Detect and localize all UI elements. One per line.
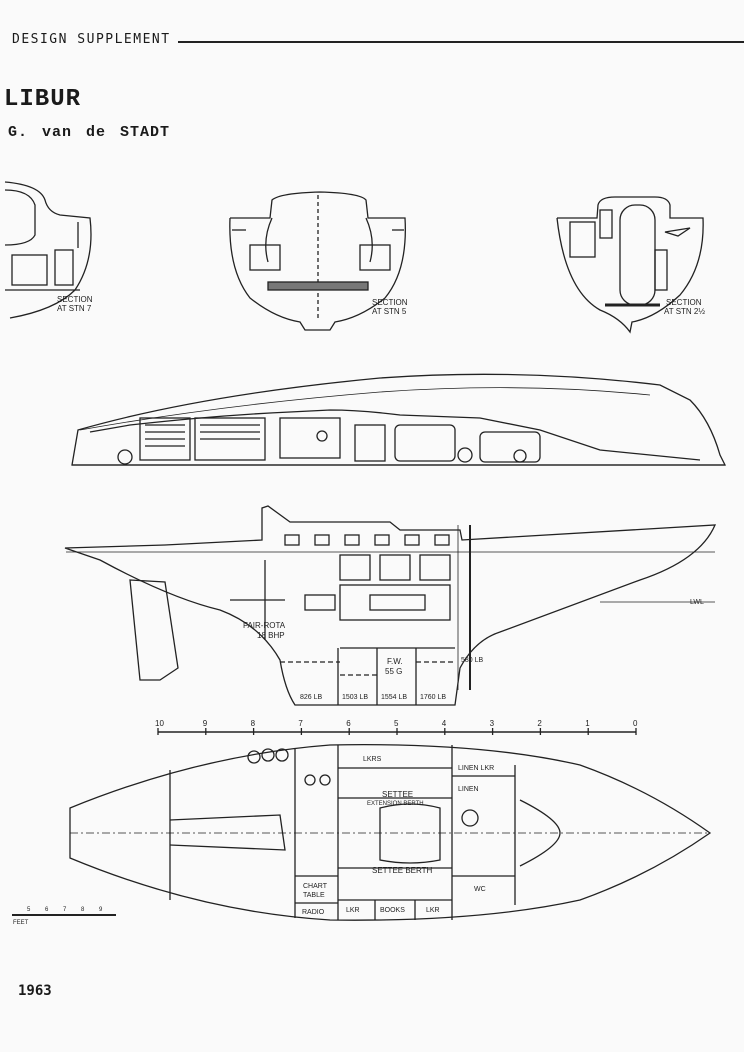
station-tick-label: 9 <box>203 719 208 728</box>
station-tick-label: 4 <box>442 719 447 728</box>
ballast-1503: 1503 LB <box>342 694 368 701</box>
fresh-water-label-2: 55 G <box>385 667 402 676</box>
feet-tick-label: 8 <box>81 907 85 913</box>
header-rule <box>178 41 744 43</box>
station-tick-label: 3 <box>490 719 495 728</box>
plan-settee-label: SETTEE <box>382 790 413 799</box>
plan-settee-berth-label: SETTEE BERTH <box>372 866 433 875</box>
ballast-826: 826 LB <box>300 694 323 701</box>
section-stn5-label-2: AT STN 5 <box>372 307 407 316</box>
station-tick-label: 5 <box>394 719 399 728</box>
year-label: 1963 <box>18 983 52 999</box>
station-tick-label: 10 <box>155 719 164 728</box>
fresh-water-label-1: F.W. <box>387 657 403 666</box>
yacht-name-title: LIBUR <box>4 86 82 113</box>
station-tick-label: 8 <box>251 719 256 728</box>
ballast-1554: 1554 LB <box>381 694 407 701</box>
accommodation-plan-drawing: LKRS LINEN LKR LINEN SETTEE EXTENSION BE… <box>69 744 712 921</box>
lwl-label: LWL <box>690 599 704 606</box>
section-stn5-drawing: SECTION AT STN 5 <box>229 191 408 331</box>
plan-chart-label: CHART <box>303 883 328 890</box>
section-stn2-drawing: SECTION AT STN 2½ <box>556 196 705 334</box>
feet-tick-label: 7 <box>63 907 67 913</box>
plan-radio-label: RADIO <box>302 909 325 916</box>
plan-lkrs-label: LKRS <box>363 756 382 763</box>
section-stn5-label-1: SECTION <box>372 298 408 307</box>
plan-table-label: TABLE <box>303 892 325 899</box>
feet-tick-label: 5 <box>27 907 31 913</box>
ballast-1760: 1760 LB <box>420 694 446 701</box>
plan-lkr-1-label: LKR <box>346 907 360 914</box>
plan-extension-berth-label: EXTENSION BERTH <box>367 801 424 807</box>
plan-books-label: BOOKS <box>380 907 405 914</box>
ballast-580: 580 LB <box>461 657 484 664</box>
section-stn7-label-1: SECTION <box>57 295 93 304</box>
station-tick-label: 6 <box>346 719 351 728</box>
design-supplement-header: DESIGN SUPPLEMENT <box>12 32 171 47</box>
feet-tick-label: 9 <box>99 907 103 913</box>
station-tick-label: 7 <box>298 719 303 728</box>
plan-linen-label: LINEN <box>458 786 479 793</box>
section-stn7-label-2: AT STN 7 <box>57 304 92 313</box>
deck-elevation-drawing <box>71 373 727 466</box>
plan-wc-label: WC <box>474 886 486 893</box>
feet-scale: 5 6 7 8 9 FEET <box>12 907 116 926</box>
section-stn2-label-1: SECTION <box>666 298 702 307</box>
profile-drawing: FAIR-ROTA 18 BHP F.W. 55 G LWL 826 LB 15… <box>64 505 717 706</box>
station-tick-label: 1 <box>585 719 590 728</box>
station-tick-label: 2 <box>537 719 542 728</box>
designer-name: G. van de STADT <box>8 124 171 141</box>
engine-label-1: FAIR-ROTA <box>243 621 286 630</box>
section-stn7-drawing: SECTION AT STN 7 <box>4 181 93 319</box>
plan-lkr-2-label: LKR <box>426 907 440 914</box>
plan-linen-lkr-label: LINEN LKR <box>458 765 494 772</box>
feet-tick-label: 6 <box>45 907 49 913</box>
section-stn2-label-2: AT STN 2½ <box>664 307 705 316</box>
engine-label-2: 18 BHP <box>257 631 285 640</box>
feet-scale-unit: FEET <box>13 920 29 926</box>
station-tick-label: 0 <box>633 719 638 728</box>
